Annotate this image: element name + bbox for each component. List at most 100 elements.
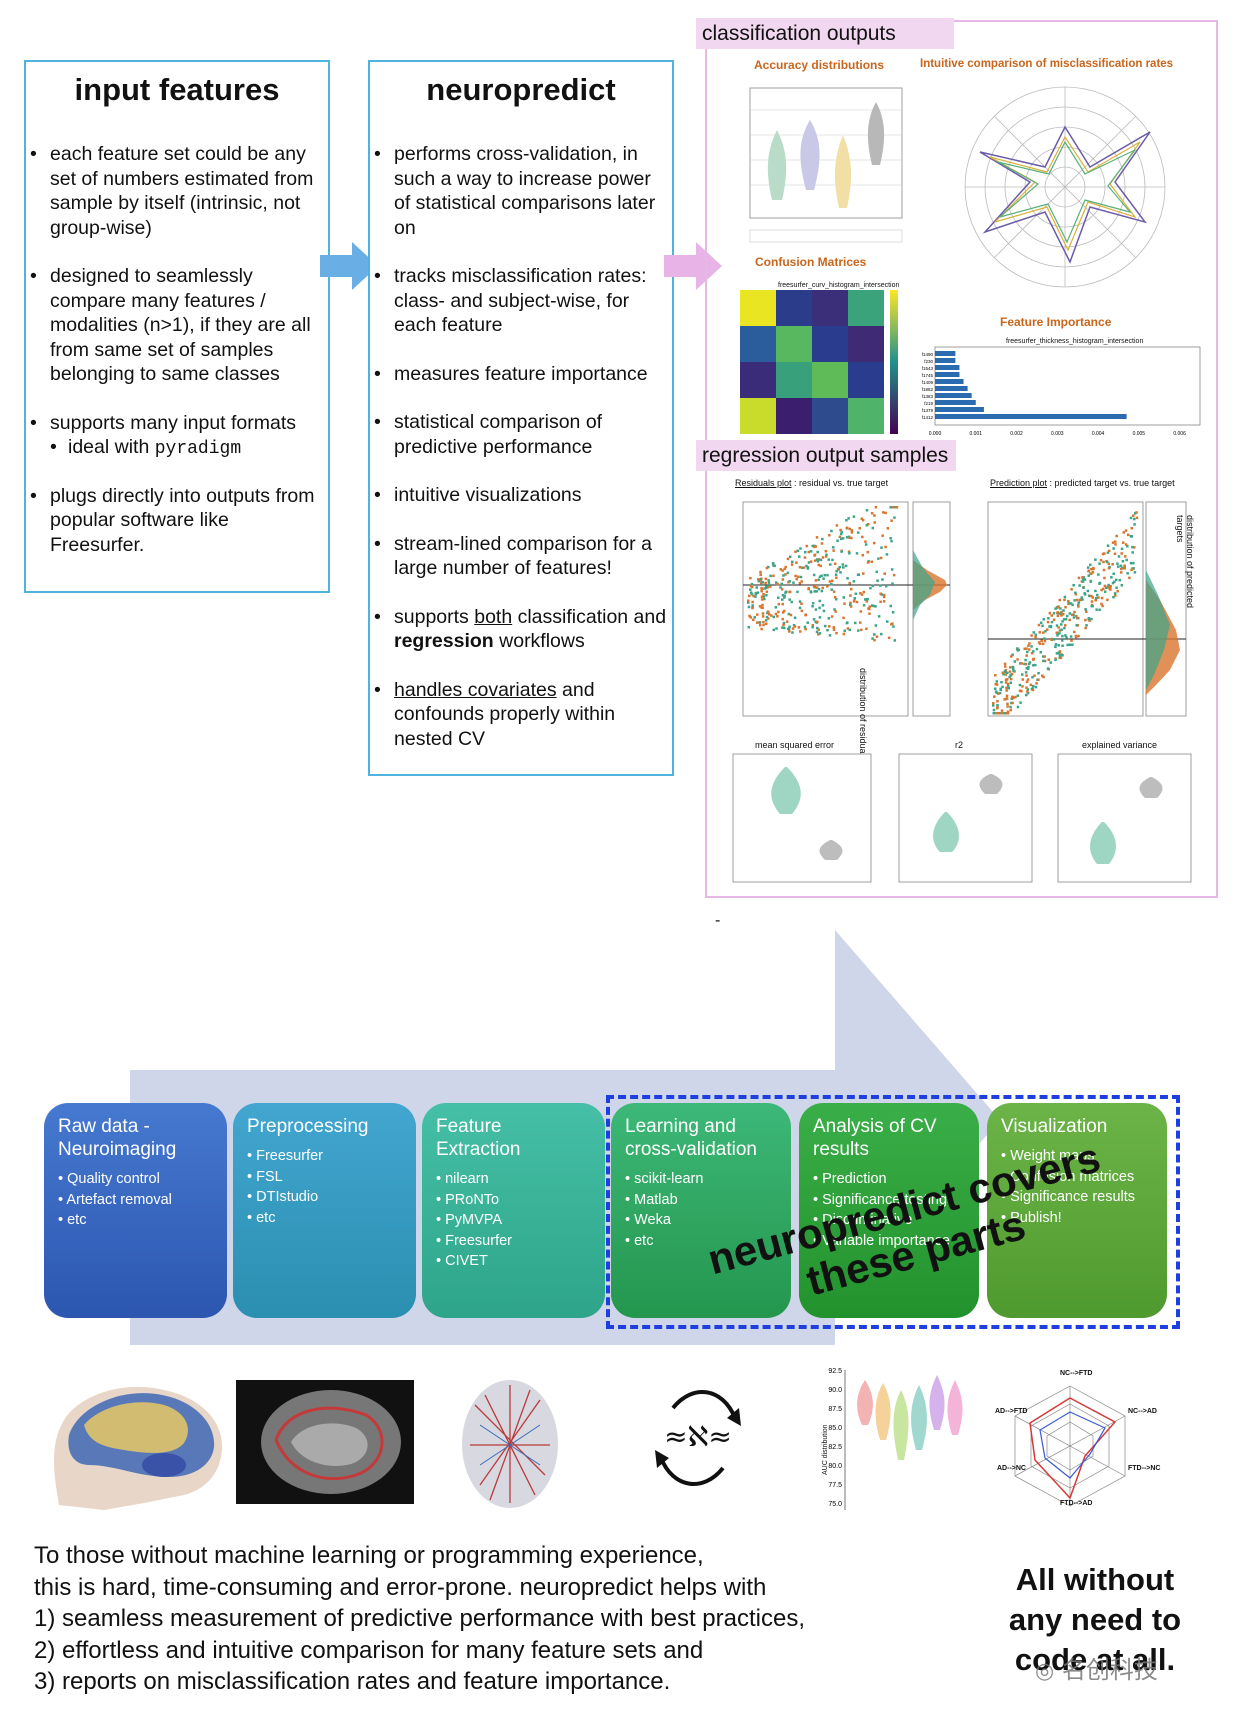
scatter-point <box>1055 624 1059 627</box>
stage-analysis: Analysis of CV results • Prediction • Si… <box>799 1103 979 1318</box>
auc-tick-label: 80.0 <box>828 1463 842 1470</box>
scatter-point <box>788 590 791 594</box>
np-item: handles covariates and confounds properl… <box>374 678 672 752</box>
scatter-point <box>1124 543 1128 546</box>
scatter-point <box>881 534 884 537</box>
scatter-point <box>811 625 814 629</box>
scatter-point <box>827 625 831 628</box>
scatter-point <box>1087 569 1091 573</box>
scatter-point <box>790 560 794 564</box>
misclassification-radar-chart <box>964 86 1166 288</box>
stage-preprocessing: Preprocessing • Freesurfer • FSL • DTIst… <box>233 1103 416 1318</box>
scatter-point <box>793 616 797 620</box>
np-item: tracks misclassification rates: class- a… <box>374 264 672 338</box>
radar-label: NC-->FTD <box>1060 1370 1093 1377</box>
scatter-point <box>871 526 875 530</box>
scatter-point <box>1095 593 1099 597</box>
scatter-point <box>1081 580 1085 583</box>
scatter-point <box>783 609 786 613</box>
scatter-point <box>864 540 867 543</box>
scatter-point <box>813 545 816 549</box>
scatter-point <box>761 615 765 618</box>
auc-tick-label: 90.0 <box>828 1387 842 1394</box>
scatter-point <box>1021 685 1024 688</box>
stage-item: • Publish! <box>1001 1209 1062 1226</box>
scatter-point <box>1132 514 1135 517</box>
scatter-point <box>1063 595 1067 599</box>
scatter-point <box>1050 637 1054 641</box>
stage-item: • Artefact removal <box>58 1191 172 1208</box>
scatter-point <box>828 533 831 537</box>
arrow-right-icon <box>320 242 378 290</box>
scatter-point <box>1081 598 1084 601</box>
scatter-point <box>997 692 1000 695</box>
scatter-point <box>853 621 857 625</box>
scatter-point <box>1025 647 1028 650</box>
scatter-point <box>848 527 852 531</box>
stage-item: • Variable importance <box>813 1232 950 1249</box>
wechat-icon: ◎ <box>1035 1659 1055 1684</box>
stage-item: • scikit-learn <box>625 1171 704 1187</box>
scatter-point <box>1046 667 1050 670</box>
scatter-point <box>854 592 858 596</box>
scatter-point <box>1085 610 1088 613</box>
stage-item: • etc <box>58 1212 87 1228</box>
scatter-point <box>873 633 876 636</box>
scatter-point <box>1011 695 1014 699</box>
scatter-point <box>1020 662 1023 665</box>
scatter-point <box>862 604 866 607</box>
scatter-point <box>783 596 786 599</box>
scatter-point <box>850 529 854 532</box>
scatter-point <box>1090 572 1093 575</box>
scatter-point <box>858 621 862 624</box>
scatter-point <box>1016 647 1019 650</box>
scatter-point <box>1098 562 1101 565</box>
scatter-point <box>1054 607 1057 610</box>
accuracy-title: Accuracy distributions <box>754 58 885 72</box>
scatter-point <box>1006 702 1009 706</box>
scatter-point <box>850 536 853 540</box>
scatter-point <box>1033 674 1036 677</box>
scatter-point <box>1057 651 1060 655</box>
scatter-point <box>842 596 846 599</box>
feature-importance-bar <box>935 414 1127 419</box>
radar-label: FTD-->NC <box>1128 1465 1161 1472</box>
residuals-scatter-plot <box>742 501 951 717</box>
scatter-point <box>1026 691 1030 695</box>
scatter-point <box>777 610 780 614</box>
scatter-point <box>809 560 813 563</box>
scatter-point <box>830 615 834 618</box>
scatter-point <box>750 585 754 589</box>
scatter-point <box>1064 617 1068 621</box>
scatter-point <box>882 595 886 599</box>
scatter-point <box>835 631 838 635</box>
scatter-point <box>748 594 751 598</box>
scatter-point <box>1116 589 1119 593</box>
feature-importance-title: Feature Importance <box>1000 315 1112 329</box>
scatter-point <box>889 537 892 540</box>
scatter-point <box>839 571 842 574</box>
scatter-point <box>1102 587 1105 591</box>
feature-label: f1409 <box>922 380 934 385</box>
scatter-point <box>1027 665 1030 669</box>
scatter-point <box>764 619 768 622</box>
scatter-point <box>998 712 1001 715</box>
scatter-point <box>864 543 868 546</box>
scatter-point <box>834 610 837 613</box>
scatter-point <box>838 565 842 569</box>
scatter-point <box>765 566 769 570</box>
scatter-point <box>758 621 762 624</box>
scatter-point <box>870 604 874 607</box>
scatter-point <box>1016 658 1019 661</box>
scatter-point <box>848 628 852 632</box>
scatter-point <box>1023 662 1026 666</box>
scatter-point <box>767 565 770 569</box>
scatter-point <box>1061 644 1064 648</box>
no-code-statement: All without any need to code at all. <box>1008 1562 1182 1677</box>
scatter-point <box>819 564 822 568</box>
scatter-point <box>1120 567 1123 571</box>
feature-importance-bar <box>935 386 968 391</box>
scatter-point <box>834 597 838 601</box>
scatter-point <box>1004 681 1008 684</box>
scatter-point <box>828 580 832 583</box>
